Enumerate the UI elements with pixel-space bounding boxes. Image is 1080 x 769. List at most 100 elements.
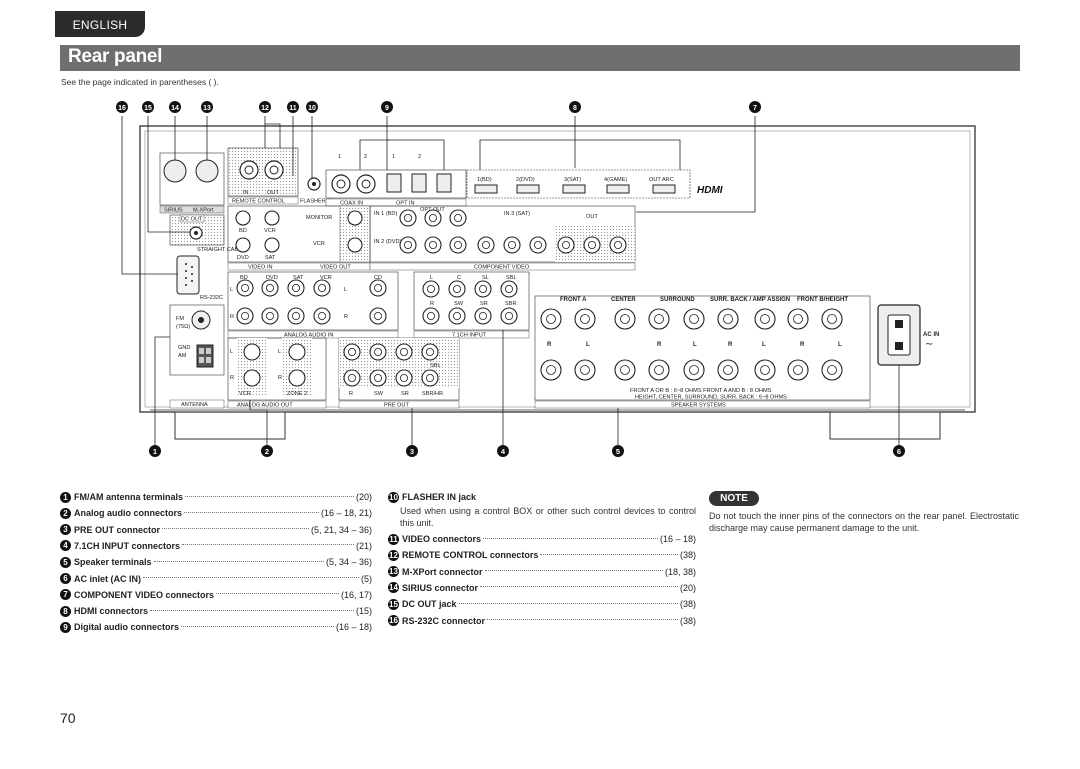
- analog-jack: [236, 279, 254, 297]
- component-jack: [424, 236, 442, 254]
- ch71-input-block: L C SL SBL R SW SR SBR 7.1CH INPUT: [413, 271, 530, 339]
- leader-dots: [181, 625, 334, 627]
- legend-label: 7.1CH INPUT connectors: [74, 540, 181, 551]
- section-title: Rear panel: [68, 46, 163, 67]
- callout-number: 14: [388, 582, 399, 594]
- video-vcr-label: VCR: [313, 241, 325, 247]
- analog-jack: [261, 279, 279, 297]
- legend-label: Analog audio connectors: [74, 508, 183, 519]
- svg-text:∼: ∼: [925, 339, 933, 350]
- surr-back-label: SURR. BACK / AMP ASSIGN: [710, 297, 790, 303]
- speaker-channel-label: R: [657, 342, 662, 348]
- callout-number: 2: [60, 507, 71, 519]
- component-jack: [557, 236, 575, 254]
- callout-9: 9: [381, 101, 393, 113]
- leader-lines: [121, 116, 900, 445]
- callout-5: 5: [612, 445, 624, 457]
- svg-text:8: 8: [573, 105, 577, 112]
- callout-number: 5: [60, 556, 71, 568]
- hdmi-in-4-label: 4(GAME): [604, 177, 627, 183]
- fm-label: FM: [176, 316, 184, 322]
- svg-text:3: 3: [410, 447, 414, 456]
- section-title-bar: Rear panel: [60, 45, 1020, 71]
- component-video-block: IN 1 (BD) IN 2 (DVD) IN 3 (SAT) OUT COMP…: [369, 205, 636, 271]
- analog-l-label: L: [230, 287, 233, 293]
- callout-number: 10: [388, 491, 399, 503]
- component-jack: [449, 236, 467, 254]
- rs232c-label: RS-232C: [200, 295, 223, 301]
- pre-sbl: SBL: [430, 363, 441, 369]
- note-text: Do not touch the inner pins of the conne…: [709, 511, 1019, 533]
- callout-number: 3: [60, 524, 71, 536]
- leader-dots: [540, 553, 678, 555]
- hdmi-in-2-label: 2(DVD): [516, 177, 535, 183]
- legend-label: SIRIUS connector: [402, 582, 479, 593]
- legend-label: HDMI connectors: [74, 606, 149, 617]
- speaker-terminal: [683, 359, 705, 381]
- legend-page: (5): [361, 573, 372, 584]
- svg-text:9: 9: [385, 105, 389, 112]
- callout-3: 3: [406, 445, 418, 457]
- legend-label: REMOTE CONTROL connectors: [402, 550, 539, 561]
- surround-label: SURROUND: [660, 297, 695, 303]
- speaker-channel-label: R: [800, 342, 805, 348]
- component-video-label: COMPONENT VIDEO: [474, 265, 530, 271]
- preout-jack: [343, 343, 361, 361]
- speaker-terminal: [540, 359, 562, 381]
- center-label: CENTER: [611, 297, 636, 303]
- legend-page: (5, 21, 34 – 36): [310, 524, 372, 535]
- leader-dots: [162, 527, 309, 530]
- speaker-terminal: [717, 308, 739, 330]
- page-number: 70: [60, 710, 76, 726]
- callout-12: 12: [259, 101, 271, 113]
- antenna-block: FM (75Ω) GND AM ANTENNA: [169, 304, 225, 409]
- callout-16: 16: [116, 101, 128, 113]
- svg-text:5: 5: [616, 447, 620, 456]
- legend-page: (20): [679, 582, 696, 593]
- svg-text:7: 7: [753, 105, 757, 112]
- fm-ohm-label: (75Ω): [176, 324, 190, 330]
- svg-text:1: 1: [338, 154, 341, 160]
- speaker-terminal: [648, 308, 670, 330]
- front-a-label: FRONT A: [560, 297, 587, 303]
- flasher-description: Used when using a control BOX or other s…: [400, 506, 696, 528]
- speaker-channel-label: L: [838, 342, 842, 348]
- hdmi-out-label: OUT ARC: [649, 177, 674, 183]
- coax-in-label: COAX IN: [340, 201, 363, 207]
- component-jack: [399, 236, 417, 254]
- ch71-jack: [474, 280, 492, 298]
- component-jack: [583, 236, 601, 254]
- component-out-label: OUT: [586, 214, 598, 220]
- legend-label: FLASHER IN jack: [402, 492, 477, 502]
- antenna-label: ANTENNA: [181, 402, 208, 408]
- preout-jack: [421, 343, 439, 361]
- legend-label: FM/AM antenna terminals: [74, 492, 184, 502]
- ch71-sbl: SBL: [506, 275, 517, 281]
- legend-page: (38): [679, 550, 696, 561]
- ac-in-label: AC IN: [923, 332, 939, 338]
- out-vcr-label: VCR: [239, 391, 251, 397]
- legend-page: (21): [355, 540, 372, 551]
- impedance-line2: HEIGHT, CENTER, SURROUND, SURR. BACK : 6…: [635, 395, 787, 401]
- preout-jack: [395, 343, 413, 361]
- speaker-terminal: [683, 308, 705, 330]
- ch71-jack: [500, 307, 518, 325]
- component-jack: [424, 209, 442, 227]
- impedance-line1: FRONT A OR B : 6~8 OHMS FRONT A AND B : …: [630, 388, 772, 394]
- dvd-label: DVD: [237, 255, 249, 261]
- ch71-input-label: 7.1CH INPUT: [452, 333, 487, 339]
- svg-text:14: 14: [171, 105, 179, 112]
- callout-1: 1: [149, 445, 161, 457]
- leader-dots: [484, 569, 663, 572]
- analog-jack: [287, 279, 305, 297]
- component-jack: [449, 209, 467, 227]
- hdmi-in-1-label: 1(BD): [477, 177, 492, 183]
- speaker-terminal: [574, 308, 596, 330]
- speaker-terminal: [648, 359, 670, 381]
- analog-jack: [313, 279, 331, 297]
- speaker-terminal: [787, 308, 809, 330]
- legend-page: (16 – 18): [659, 534, 696, 544]
